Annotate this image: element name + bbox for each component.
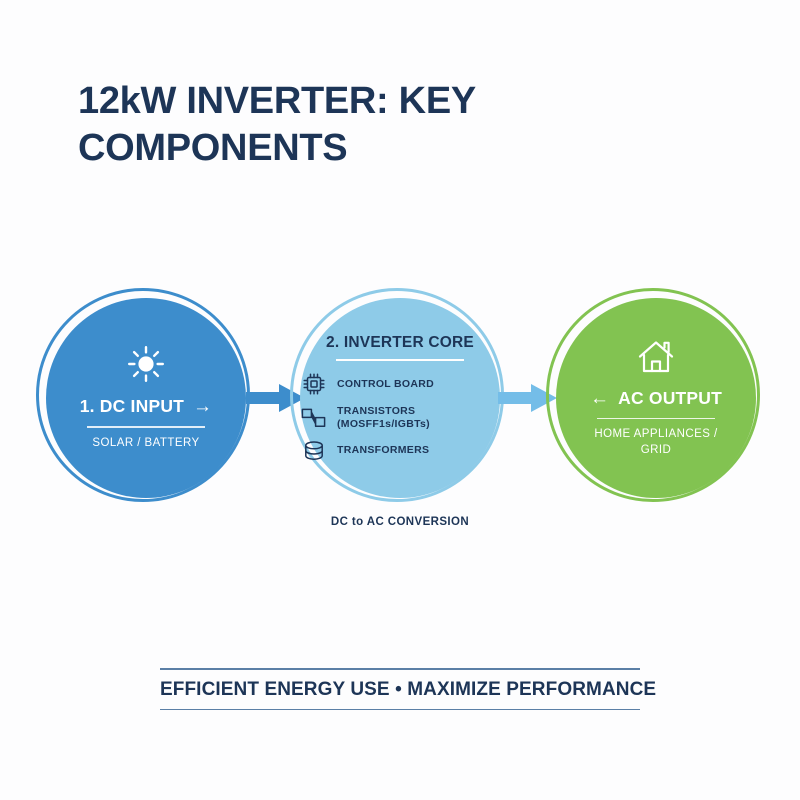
footer-text: EFFICIENT ENERGY USE • MAXIMIZE PERFORMA… — [160, 678, 657, 700]
node-disc: ← AC OUTPUT HOME APPLIANCES / GRID — [556, 298, 756, 498]
core-item-label: TRANSFORMERS — [337, 444, 430, 457]
node-heading: 1. DC INPUT → — [80, 396, 213, 417]
transformer-icon — [300, 440, 328, 462]
node-inverter-core[interactable]: 2. INVERTER CORE — [290, 288, 510, 508]
process-flow-diagram: 1. DC INPUT → SOLAR / BATTERY 2. INVERTE… — [0, 288, 800, 513]
core-component-list: CONTROL BOARD TRANSISTORS (MOSFF1s/IGBTs… — [300, 372, 500, 462]
node-outer-ring — [546, 288, 760, 502]
core-caption: DC to AC CONVERSION — [330, 516, 470, 528]
page-title: 12kW INVERTER: KEY COMPONENTS — [78, 80, 476, 170]
core-item-label: TRANSISTORS (MOSFF1s/IGBTs) — [337, 404, 430, 430]
node-subtitle: HOME APPLIANCES / GRID — [594, 428, 718, 456]
house-icon — [636, 338, 676, 376]
node-heading-label: AC OUTPUT — [618, 387, 723, 408]
divider — [597, 417, 715, 420]
node-ac-output[interactable]: ← AC OUTPUT HOME APPLIANCES / GRID — [546, 288, 766, 508]
divider — [336, 359, 464, 361]
divider — [87, 426, 205, 428]
chip-icon — [300, 372, 328, 396]
arrow-left-icon: ← — [589, 387, 610, 409]
node-dc-input[interactable]: 1. DC INPUT → SOLAR / BATTERY — [36, 288, 256, 508]
sun-icon — [126, 344, 166, 384]
node-disc: 2. INVERTER CORE — [300, 298, 500, 498]
footer-rule-bottom — [160, 708, 640, 710]
arrow-right-icon: → — [193, 396, 213, 418]
node-disc: 1. DC INPUT → SOLAR / BATTERY — [46, 298, 246, 498]
node-heading-label: 1. DC INPUT — [79, 396, 185, 417]
node-subtitle: SOLAR / BATTERY — [92, 436, 200, 449]
core-item-label: CONTROL BOARD — [337, 377, 435, 390]
footer-rule-top — [160, 668, 640, 670]
node-heading: ← AC OUTPUT — [590, 388, 722, 409]
core-heading: 2. INVERTER CORE — [326, 334, 474, 352]
core-item-transformers[interactable]: TRANSFORMERS — [300, 440, 429, 462]
connector-arrow-core-to-ac — [498, 382, 558, 414]
footer-banner: EFFICIENT ENERGY USE • MAXIMIZE PERFORMA… — [160, 668, 657, 710]
core-item-control-board[interactable]: CONTROL BOARD — [300, 372, 434, 396]
title-block: 12kW INVERTER: KEY COMPONENTS — [78, 78, 638, 172]
transistor-icon — [300, 407, 328, 429]
core-item-transistors[interactable]: TRANSISTORS (MOSFF1s/IGBTs) — [300, 405, 500, 431]
